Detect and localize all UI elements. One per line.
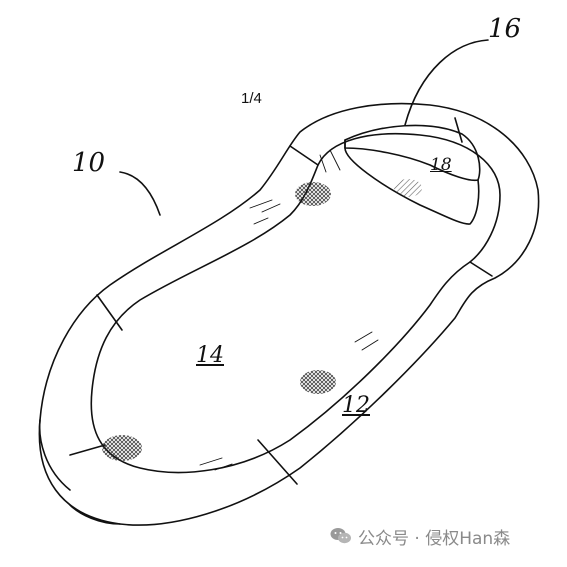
- watermark: 公众号 · 侵权Han森: [330, 524, 511, 549]
- inner-rim: [90, 132, 501, 474]
- reference-numeral-14: 14: [196, 343, 224, 368]
- outer-rim: [38, 102, 540, 526]
- seam: [289, 145, 319, 166]
- watermark-text: 公众号 · 侵权Han森: [358, 528, 511, 549]
- texture-patch: [394, 179, 422, 197]
- reference-numeral-16: 16: [488, 14, 522, 44]
- leader-10: [119, 171, 161, 216]
- seam: [96, 294, 123, 331]
- seam: [69, 444, 106, 456]
- texture-patch: [102, 435, 142, 461]
- seam: [469, 261, 493, 277]
- wechat-icon: [330, 528, 351, 544]
- texture-patch: [300, 370, 336, 394]
- reference-numeral-12: 12: [342, 393, 370, 418]
- texture-patch: [295, 182, 331, 206]
- seam: [454, 117, 463, 143]
- reference-numeral-10: 10: [72, 148, 106, 178]
- seam: [257, 439, 298, 485]
- page-number: 1/4: [241, 90, 262, 107]
- leader-16: [404, 39, 489, 126]
- pillow-front: [344, 147, 480, 225]
- reference-numeral-18: 18: [430, 155, 452, 175]
